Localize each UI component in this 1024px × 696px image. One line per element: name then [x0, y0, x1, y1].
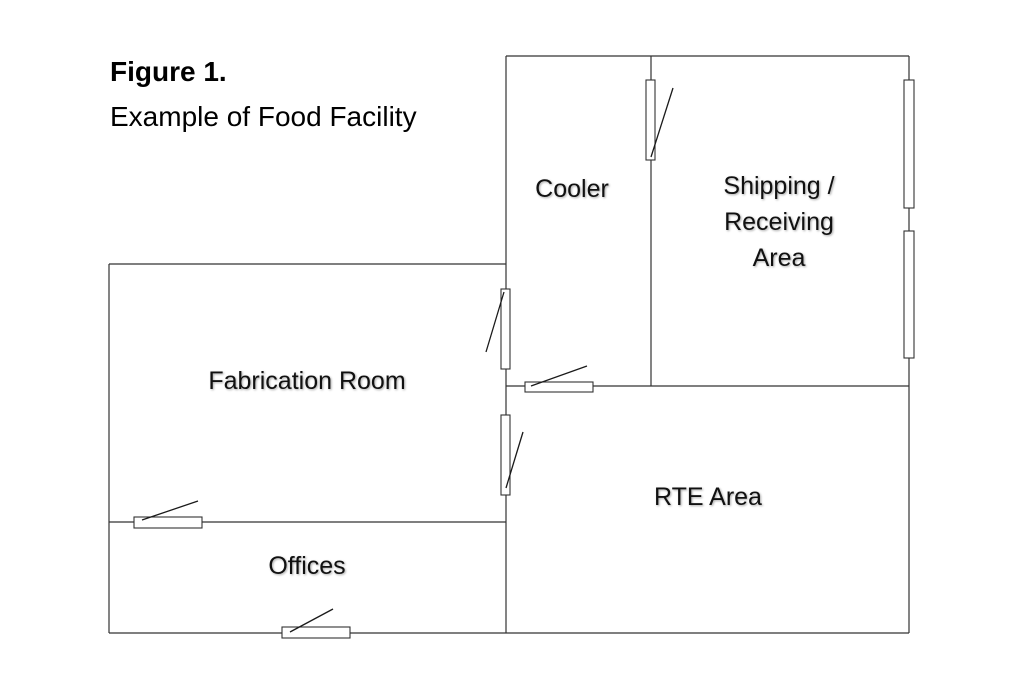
window-upper	[903, 79, 915, 209]
door-cooler-rte-leaf	[530, 365, 588, 387]
room-label-offices: Offices	[268, 552, 346, 580]
room-label-fabrication: Fabrication Room	[208, 367, 406, 395]
room-label-shipping-receiving: Shipping / Receiving Area	[723, 172, 835, 272]
door-fabrication-rte	[500, 414, 511, 496]
room-label-cooler: Cooler	[535, 175, 609, 203]
door-fabrication-offices-leaf	[141, 500, 199, 521]
doors	[133, 79, 674, 639]
room-label-rte: RTE Area	[654, 483, 762, 511]
door-fabrication-offices	[133, 516, 203, 529]
windows	[903, 79, 915, 359]
figure-title: Figure 1.	[110, 56, 227, 87]
door-offices-exterior	[281, 626, 351, 639]
door-cooler-rte	[524, 381, 594, 393]
door-fabrication-cooler	[500, 288, 511, 370]
door-fabrication-rte-leaf	[505, 431, 524, 489]
door-offices-exterior-leaf	[289, 608, 334, 633]
window-lower	[903, 230, 915, 359]
door-cooler-shipping	[645, 79, 656, 161]
figure-subtitle: Example of Food Facility	[110, 101, 417, 132]
door-fabrication-cooler-leaf	[485, 291, 505, 353]
door-cooler-shipping-leaf	[650, 87, 674, 158]
